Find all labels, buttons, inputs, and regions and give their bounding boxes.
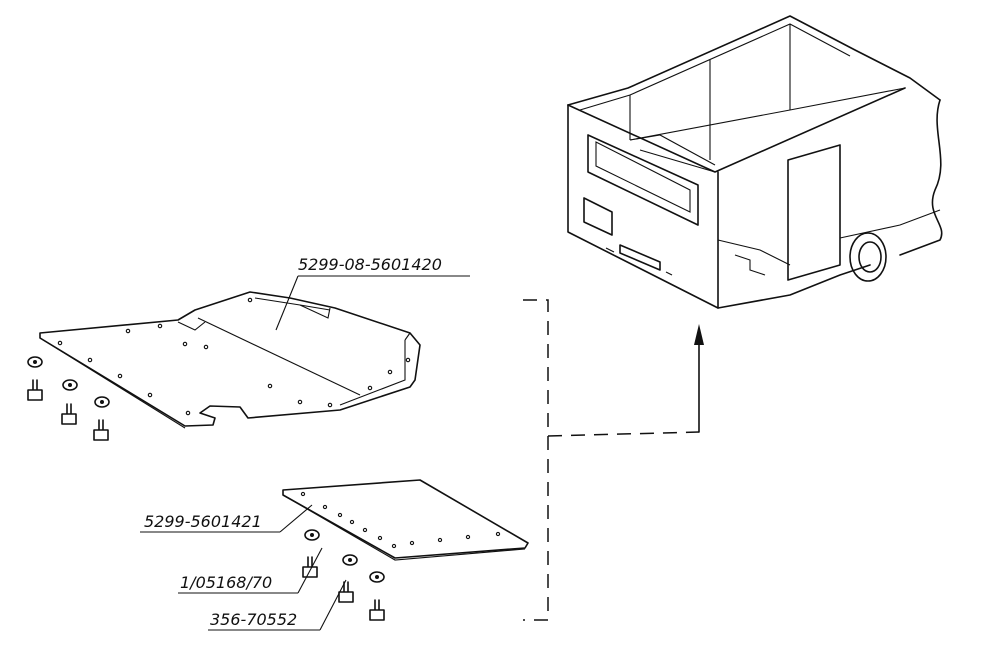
lower-bolts	[302, 556, 385, 621]
leader-lines	[140, 275, 470, 631]
cab-body	[567, 15, 943, 309]
mount-arrow	[694, 324, 704, 433]
label-lower-plate: 5299-5601421	[144, 512, 262, 531]
label-upper-plate: 5299-08-5601420	[298, 255, 442, 274]
upper-bolts	[27, 379, 109, 441]
label-washer: 1/05168/70	[180, 573, 272, 592]
lower-washers	[304, 529, 385, 583]
upper-washers	[27, 356, 110, 408]
label-bolt: 356-70552	[210, 610, 297, 629]
lower-shield-plate	[282, 479, 529, 561]
assembly-bracket	[523, 299, 700, 621]
upper-shield-plate	[39, 291, 421, 429]
